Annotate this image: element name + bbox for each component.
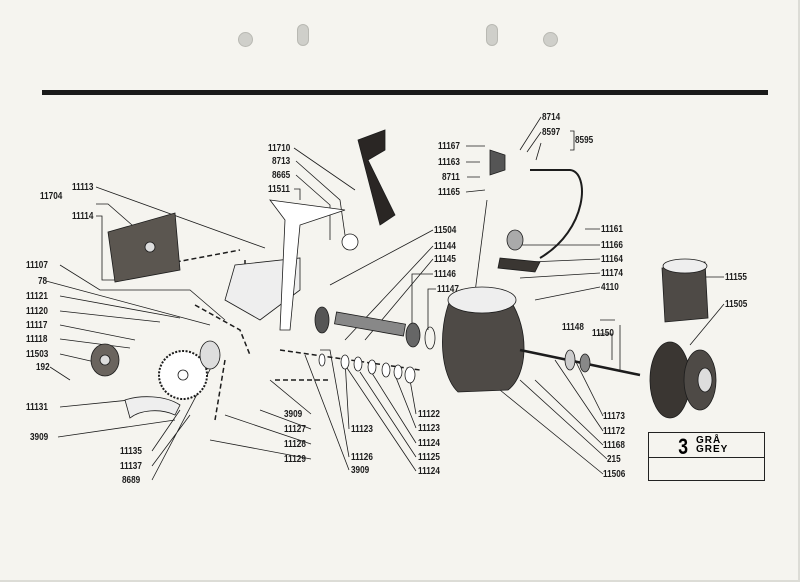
color-name-swedish: GRÅ — [696, 435, 722, 446]
part-label: 11505 — [725, 298, 748, 310]
part-label: 11113 — [72, 181, 94, 193]
punch-hole — [486, 24, 498, 46]
part-label: 11155 — [725, 271, 747, 283]
part-label: 11135 — [120, 445, 142, 457]
part-label: 11503 — [26, 348, 49, 360]
part-label: 11710 — [268, 142, 291, 154]
part-label: 11118 — [26, 333, 48, 345]
part-label: 8595 — [575, 134, 594, 146]
punch-hole — [297, 24, 309, 46]
part-label: 3909 — [351, 464, 370, 476]
part-label: 11148 — [562, 321, 584, 333]
header-rule — [42, 90, 768, 95]
color-name-english: GREY — [696, 444, 729, 455]
part-label: 11123 — [418, 422, 440, 434]
part-label: 11145 — [434, 253, 456, 265]
part-label: 3909 — [30, 431, 49, 443]
part-label: 11126 — [351, 451, 373, 463]
part-label: 11125 — [418, 451, 440, 463]
part-label: 11173 — [603, 410, 625, 422]
part-label: 8689 — [122, 474, 141, 486]
part-label: 11506 — [603, 468, 626, 480]
part-label: 11122 — [418, 408, 440, 420]
part-label: 11167 — [438, 140, 460, 152]
part-label: 78 — [38, 275, 48, 287]
part-label: 11166 — [601, 239, 623, 251]
part-label: 11129 — [284, 453, 306, 465]
part-label: 11144 — [434, 240, 456, 252]
part-label: 4110 — [601, 281, 619, 293]
part-label: 11174 — [601, 267, 623, 279]
color-code-box: 3 GRÅ GREY — [648, 432, 765, 481]
part-label: 11128 — [284, 438, 306, 450]
part-label: 8711 — [442, 171, 460, 183]
part-label: 8597 — [542, 126, 561, 138]
part-label: 8713 — [272, 155, 291, 167]
part-label: 11168 — [603, 439, 625, 451]
part-label: 11127 — [284, 423, 306, 435]
box-divider — [649, 457, 764, 458]
part-label: 8714 — [542, 111, 561, 123]
part-label: 215 — [607, 453, 621, 465]
part-label: 11163 — [438, 156, 460, 168]
part-label: 11124 — [418, 465, 440, 477]
part-label: 11123 — [351, 423, 373, 435]
part-label: 11504 — [434, 224, 457, 236]
part-label: 11121 — [26, 290, 48, 302]
part-label: 11172 — [603, 425, 625, 437]
part-label: 11150 — [592, 327, 614, 339]
part-label: 11114 — [72, 210, 94, 222]
part-label: 11165 — [438, 186, 460, 198]
part-label: 3909 — [284, 408, 303, 420]
punch-hole — [238, 32, 253, 47]
punch-hole — [543, 32, 558, 47]
part-label: 11147 — [437, 283, 459, 295]
part-label: 192 — [36, 361, 50, 373]
part-label: 8665 — [272, 169, 291, 181]
part-label: 11511 — [268, 183, 290, 195]
part-label: 11131 — [26, 401, 48, 413]
part-label: 11146 — [434, 268, 456, 280]
part-label: 11161 — [601, 223, 623, 235]
part-label: 11124 — [418, 437, 440, 449]
part-label: 11107 — [26, 259, 48, 271]
part-label: 11120 — [26, 305, 48, 317]
part-label: 11164 — [601, 253, 623, 265]
part-label: 11117 — [26, 319, 48, 331]
color-number: 3 — [678, 434, 689, 459]
part-label: 11137 — [120, 460, 142, 472]
part-label: 11704 — [40, 190, 63, 202]
